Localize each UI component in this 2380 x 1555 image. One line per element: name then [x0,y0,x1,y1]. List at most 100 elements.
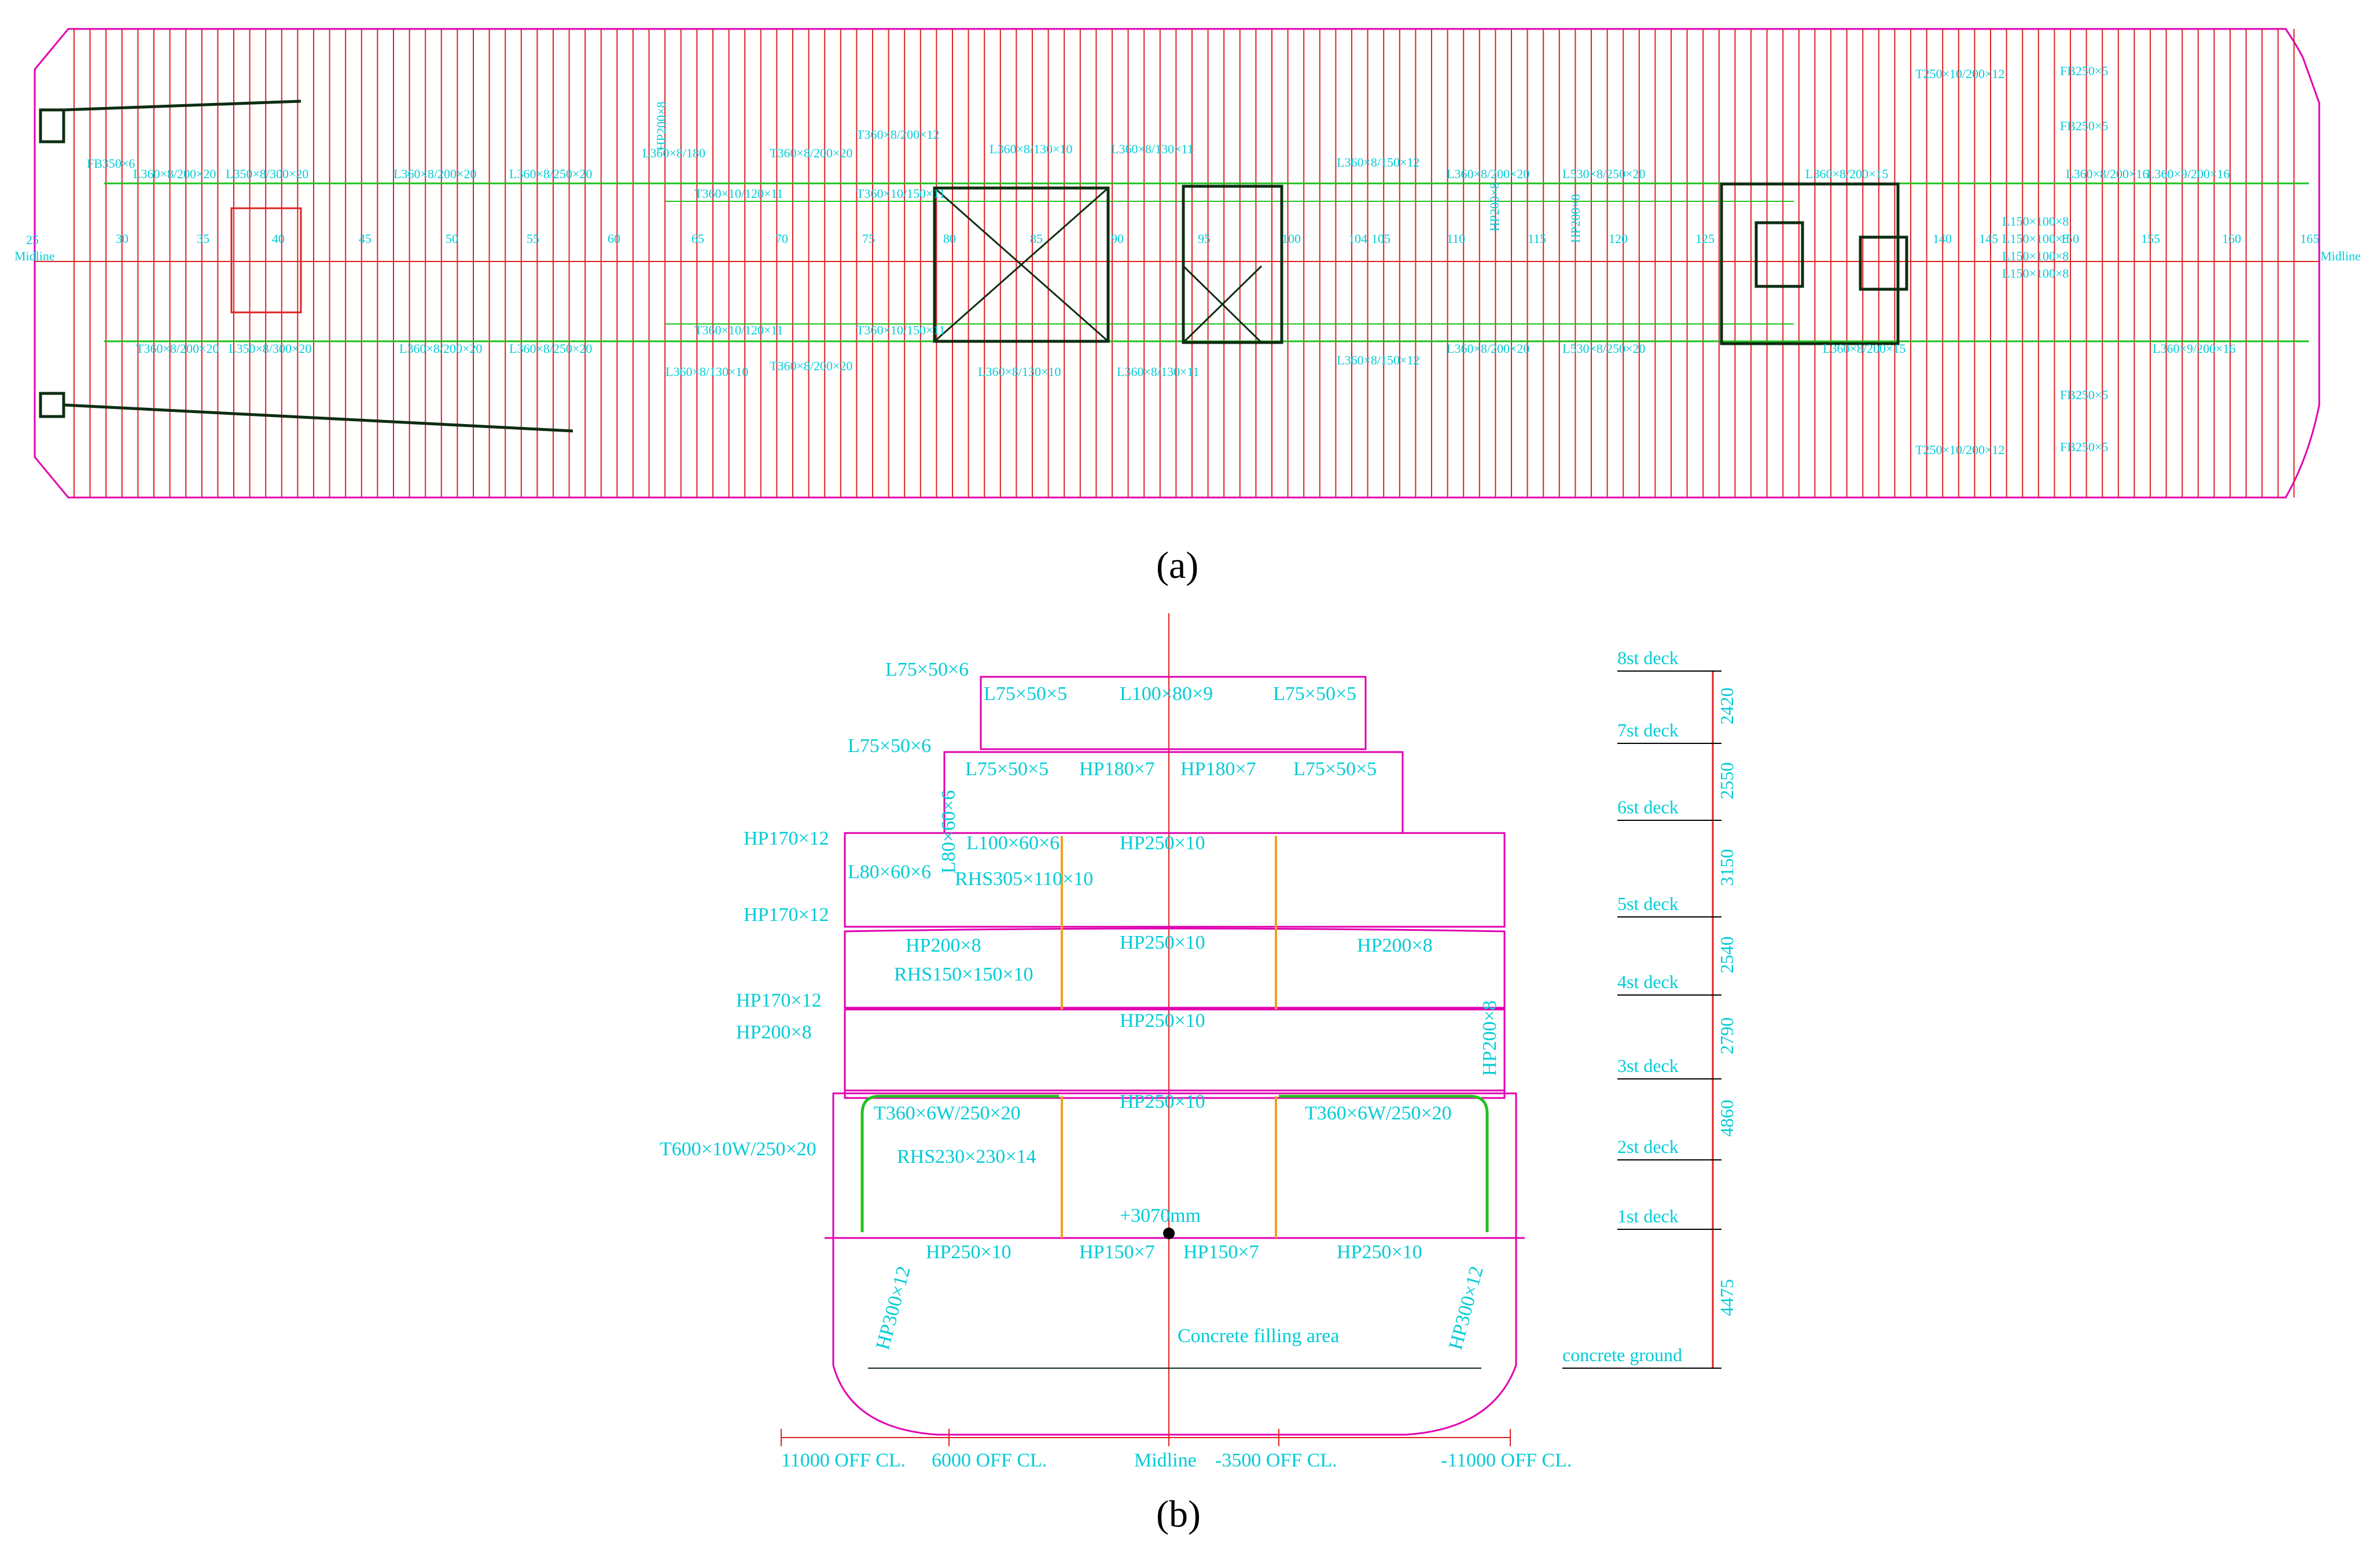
frame-number: 110 [1447,231,1465,246]
lower-profile-label: T250×10/200×12 [1915,443,2004,457]
section-label-hp200-8-b: HP200×8 [1357,935,1433,956]
deck-label: 7st deck [1617,720,1679,740]
offset-label: -11000 OFF CL. [1441,1450,1572,1471]
deck-height: 2790 [1716,1018,1737,1055]
section-label-l75-50-5-c: L75×50×5 [965,758,1049,780]
upper-profile-label: L360×8/200×20 [393,167,476,181]
upper-profile-label: T250×10/200×12 [1915,67,2004,81]
frame-number: 115 [1528,231,1546,246]
frame-number: 90 [1111,231,1124,246]
upper-profile-label: L360×8/200×20 [133,167,216,181]
hatch-opening-1 [933,186,1110,343]
offset-label: Midline [1134,1450,1197,1471]
section-label-t360-a: T360×6W/250×20 [874,1103,1021,1124]
upper-inner-label: HP200×8 [1487,182,1502,231]
section-label-hp170-12-b: HP170×12 [744,904,829,926]
section-label-rhs305: RHS305×110×10 [955,868,1093,890]
frame-number: 165 [2300,231,2319,246]
left-wing-upper [39,100,301,143]
tier-6 [844,832,1506,928]
deck-label: 5st deck [1617,893,1679,914]
lower-profile-label: L360×8/200×20 [1447,341,1529,356]
frame-number: 30 [116,231,128,246]
section-label-concrete: Concrete filling area [1178,1325,1339,1347]
section-label-l100-60-6: L100×60×6 [966,832,1060,854]
offset-labels: 11000 OFF CL. 6000 OFF CL. Midline -3500 OF… [781,1450,1572,1471]
deck-label: 4st deck [1617,971,1679,992]
stair-opening [1182,185,1283,344]
deck-label: 6st deck [1617,797,1679,817]
frame-lines [73,29,2295,498]
engine-box-1 [1754,221,1804,288]
hull-outline [34,28,2320,499]
deck-label: 1st deck [1617,1206,1679,1226]
frame-number: 140 [1933,231,1952,246]
section-label-t360-b: T360×6W/250×20 [1305,1103,1452,1124]
lower-profile-label: L360×8/150×12 [1337,353,1419,367]
frame-number: 105 [1371,231,1391,246]
lower-profile-label: L360×8/200×20 [399,341,482,356]
lower-profile-label: L360×9/200×16 [2153,341,2235,356]
frame-number: 145 [1979,231,1998,246]
lower-profile-label: L360×8/130×11 [1117,364,1200,379]
lower-profile-label: L360×8/200×15 [1823,341,1906,356]
upper-profile-label: FB350×6 [87,156,135,171]
section-label-hp200-8-v: HP200×8 [1479,1000,1500,1076]
stair-ladder-left [230,207,302,314]
frame-number: 104 [1348,231,1367,246]
lower-profile-label: L360×8/250×20 [509,341,592,356]
section-label-rhs230: RHS230×230×14 [897,1146,1036,1167]
upper-profile-label: L360×8/200×20 [1447,167,1529,181]
section-label-hp180-7-b: HP180×7 [1180,758,1256,780]
offset-label: 11000 OFF CL. [781,1450,906,1471]
frame-number: 100 [1282,231,1301,246]
upper-inner-label: L150×100×8 [2002,266,2069,281]
upper-profile-label: FB250×5 [2060,119,2108,133]
deck-label: 8st deck [1617,647,1679,668]
panel-a-label: (a) [1156,544,1199,587]
section-label-rhs150: RHS150×150×10 [894,964,1033,985]
panel-b-label: (b) [1156,1493,1201,1535]
frame-number: 55 [527,231,539,246]
offset-label: -3500 OFF CL. [1215,1450,1337,1471]
upper-profile-label: L360×8/130×11 [1111,142,1194,156]
midline-label-right: Midline [2320,249,2361,263]
frame-number: 120 [1609,231,1628,246]
section-label-elev: +3070mm [1120,1205,1201,1226]
tier-8 [980,676,1367,750]
section-label-hp250-10-c: HP250×10 [1120,1010,1205,1031]
lower-profile-label: L360×8/130×10 [665,364,748,379]
web-frame [860,1095,1489,1232]
section-label-hp170-12-c: HP170×12 [736,990,822,1011]
offset-ticks [781,1429,1511,1446]
section-label-l75-50-5-d: L75×50×5 [1293,758,1377,780]
deck-height: 2540 [1716,937,1737,974]
section-label-hp150-7-a: HP150×7 [1079,1241,1155,1263]
deck-height: 2550 [1716,762,1737,799]
deck-label: concrete ground [1562,1344,1682,1365]
deck-labels: 8st deck 7st deck 6st deck 5st deck 4st deck… [1562,647,1682,1365]
upper-profile-label: L360×8/200×15 [1805,167,1888,181]
lower-inner-label: T360×10/150×11 [856,323,946,337]
frame-number: 95 [1198,231,1211,246]
upper-inner-label: T360×10/150×11 [856,186,946,201]
hatch-1-diagonal-b [934,187,1109,342]
left-wing-lower [39,392,573,433]
section-label-hp200-8-c: HP200×8 [736,1022,812,1043]
section-label-t600: T600×10W/250×20 [660,1138,816,1160]
offset-label: 6000 OFF CL. [932,1450,1047,1471]
frame-number: 85 [1030,231,1043,246]
frame-number: 75 [862,231,875,246]
engine-box-2 [1859,235,1908,291]
deck-label: 3st deck [1617,1055,1679,1076]
deck-label: 2st deck [1617,1136,1679,1157]
section-label-hp250-10-d: HP250×10 [1120,1091,1205,1112]
frame-number: 65 [691,231,704,246]
hull-bottom [832,1238,1517,1436]
section-label-l80-60-6-v: L80×60×6 [938,790,959,874]
